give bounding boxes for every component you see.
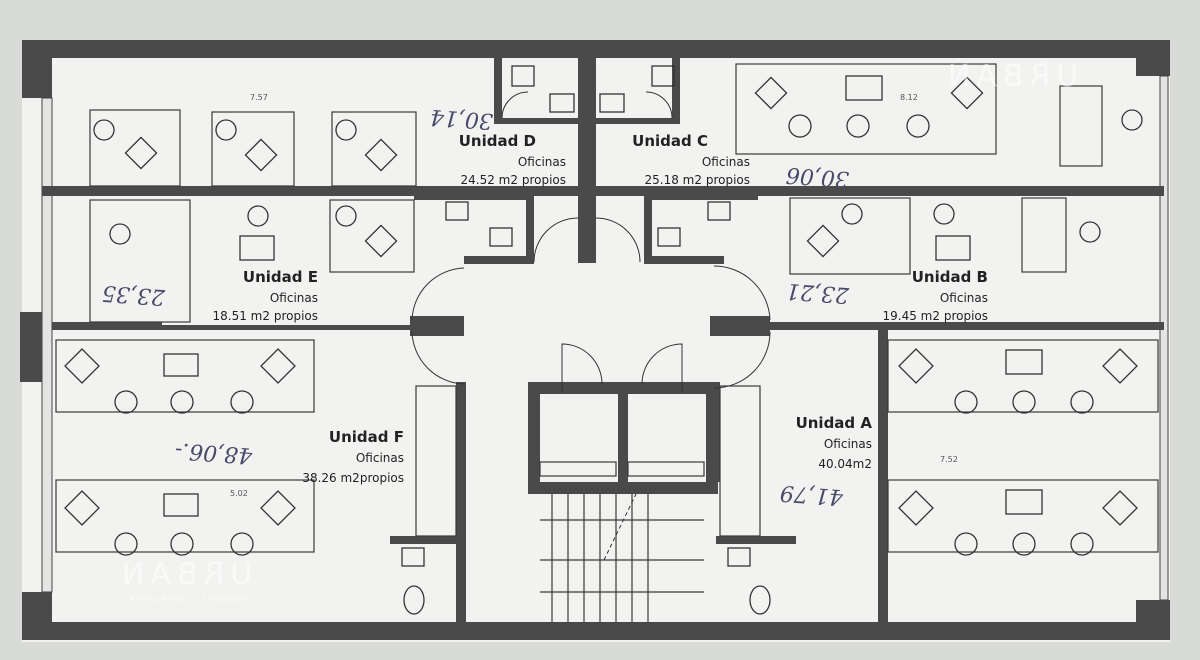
watermark-top: URBAN xyxy=(942,59,1078,94)
dimension-labels: 7.57 8.12 5.02 7.52 xyxy=(230,93,958,498)
desk-workstations xyxy=(64,75,1138,526)
note-unit-e: 23,35 xyxy=(101,280,167,309)
svg-text:38.26 m2propios: 38.26 m2propios xyxy=(302,471,404,485)
svg-text:40.04m2: 40.04m2 xyxy=(818,457,872,471)
svg-text:Oficinas: Oficinas xyxy=(702,155,750,169)
svg-text:Unidad C: Unidad C xyxy=(632,132,708,150)
svg-text:18.51 m2 propios: 18.51 m2 propios xyxy=(213,309,318,323)
svg-text:19.45 m2 propios: 19.45 m2 propios xyxy=(883,309,988,323)
dim-bottom-right: 7.52 xyxy=(940,455,958,464)
outer-walls xyxy=(20,40,1170,640)
unit-label-f: Unidad F Oficinas 38.26 m2propios xyxy=(302,428,404,485)
note-unit-a: 41,79 xyxy=(779,480,845,509)
note-unit-f: 48,06.- xyxy=(174,437,254,467)
unit-label-a: Unidad A Oficinas 40.04m2 xyxy=(796,414,873,471)
interior-walls xyxy=(42,58,1164,622)
office-chairs xyxy=(93,109,1143,556)
toilet-fixtures xyxy=(401,65,771,615)
note-unit-b: 23,21 xyxy=(785,278,851,307)
handwritten-notes: 30,14 30,06 23,35 23,21 48,06.- 41,79 xyxy=(101,104,851,509)
room-outlines xyxy=(55,63,1159,622)
unit-label-b: Unidad B Oficinas 19.45 m2 propios xyxy=(883,268,988,323)
svg-text:Oficinas: Oficinas xyxy=(356,451,404,465)
svg-text:Oficinas: Oficinas xyxy=(824,437,872,451)
dim-top-left: 7.57 xyxy=(250,93,268,102)
note-unit-d: 30,14 xyxy=(429,104,494,133)
svg-text:25.18 m2 propios: 25.18 m2 propios xyxy=(645,173,750,187)
door-swings xyxy=(411,91,771,392)
svg-text:Unidad F: Unidad F xyxy=(329,428,404,446)
svg-text:Unidad B: Unidad B xyxy=(912,268,988,286)
unit-label-e: Unidad E Oficinas 18.51 m2 propios xyxy=(213,268,318,323)
svg-text:Oficinas: Oficinas xyxy=(270,291,318,305)
svg-text:Unidad D: Unidad D xyxy=(459,132,536,150)
svg-text:Oficinas: Oficinas xyxy=(518,155,566,169)
watermark-bottom: URBAN BROKERS | DEVELOPERS xyxy=(116,557,252,604)
unit-label-d: Unidad D Oficinas 24.52 m2 propios xyxy=(459,132,566,187)
dim-top-right: 8.12 xyxy=(900,93,918,102)
svg-text:URBAN: URBAN xyxy=(942,59,1078,94)
svg-text:Unidad A: Unidad A xyxy=(796,414,873,432)
unit-label-c: Unidad C Oficinas 25.18 m2 propios xyxy=(632,132,750,187)
svg-text:BROKERS | DEVELOPERS: BROKERS | DEVELOPERS xyxy=(121,596,247,604)
note-unit-c: 30,06 xyxy=(785,162,850,191)
svg-text:Unidad E: Unidad E xyxy=(243,268,318,286)
dim-bottom-left: 5.02 xyxy=(230,489,248,498)
svg-text:24.52 m2 propios: 24.52 m2 propios xyxy=(461,173,566,187)
svg-text:Oficinas: Oficinas xyxy=(940,291,988,305)
svg-text:URBAN: URBAN xyxy=(116,557,252,592)
